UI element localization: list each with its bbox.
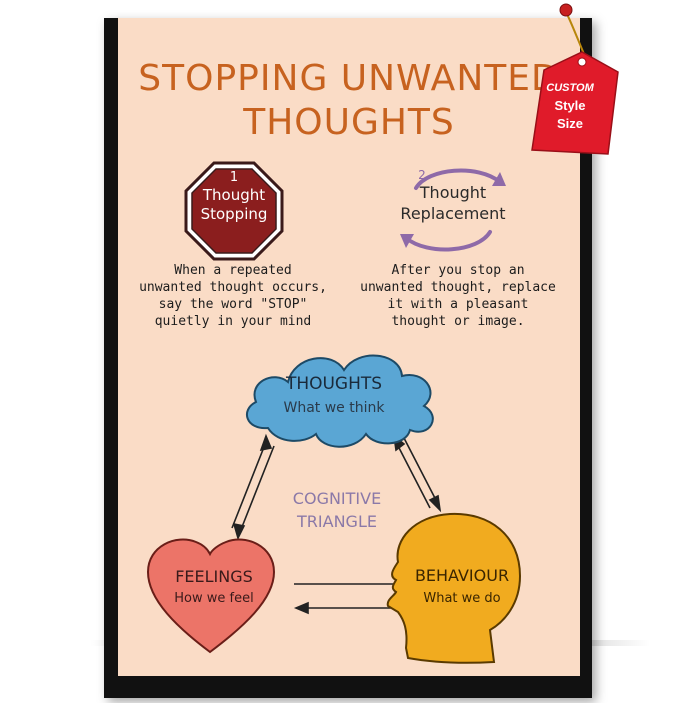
tag-line2: Style [554,98,586,113]
step2-desc-line: it with a pleasant [387,297,529,312]
step2-label-line2: Replacement [400,204,506,223]
feelings-subtitle: How we feel [174,591,254,606]
poster-title-line2: THOUGHTS [243,102,455,143]
tag-hole [577,57,587,67]
poster-title-line1: STOPPING UNWANTED [138,58,560,99]
behaviour-title: BEHAVIOUR [414,566,510,585]
step1-description: When a repeated unwanted thought occurs,… [128,262,338,330]
tag-line3: Size [556,116,583,131]
custom-tag [531,3,619,155]
triangle-label-line1: COGNITIVE [292,489,382,508]
step1-desc-line: unwanted thought occurs, [139,280,327,295]
step2-desc-line: After you stop an [391,263,525,278]
step1-desc-line: quietly in your mind [154,314,312,329]
feelings-title: FEELINGS [175,567,253,586]
arrow-thoughts-feelings [231,433,275,541]
cycle-arrows-icon [400,168,506,252]
thoughts-cloud [245,354,434,448]
step2-description: After you stop an unwanted thought, repl… [346,262,570,330]
step1-label-line2: Stopping [200,205,268,223]
cognitive-triangle-diagram [146,354,522,664]
step2-number: 2 [418,168,426,182]
behaviour-head [386,512,522,664]
tag-line1: CUSTOM [546,82,594,94]
step1-desc-line: When a repeated [174,263,292,278]
step1-desc-line: say the word "STOP" [158,297,308,312]
step2-desc-line: thought or image. [391,314,525,329]
thoughts-subtitle: What we think [283,400,385,416]
thoughts-title: THOUGHTS [285,374,383,394]
stop-sign-icon [184,161,284,261]
tag-string [565,11,585,55]
step2-desc-line: unwanted thought, replace [360,280,556,295]
step1-number: 1 [229,170,239,185]
tag-pin [559,3,573,17]
feelings-heart [146,538,276,654]
step1-label-line1: Thought [202,186,266,204]
behaviour-subtitle: What we do [423,591,501,606]
triangle-label-line2: TRIANGLE [297,512,377,531]
step2-label-line1: Thought [419,183,487,202]
